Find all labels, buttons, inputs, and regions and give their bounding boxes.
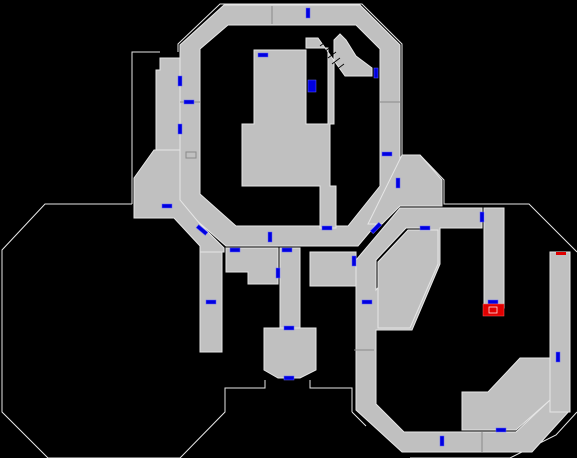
door-icon[interactable] (267, 231, 273, 243)
doors[interactable] (161, 7, 561, 447)
door-icon[interactable] (373, 67, 379, 79)
door-icon[interactable] (381, 151, 393, 157)
door-icon[interactable] (439, 435, 445, 447)
door-icon[interactable] (395, 177, 401, 189)
southeast-room (461, 357, 551, 431)
door-icon[interactable] (195, 224, 209, 236)
door-icon[interactable] (479, 211, 485, 223)
door-icon[interactable] (283, 375, 295, 381)
south-room-west (225, 247, 279, 285)
door-icon[interactable] (177, 123, 183, 135)
south-corridor (279, 247, 301, 329)
door-icon[interactable] (495, 427, 507, 433)
alert-marker (556, 252, 566, 255)
door-icon[interactable] (257, 52, 269, 58)
door-icon[interactable] (205, 299, 217, 305)
east-drop-corridor (483, 207, 505, 309)
objective-marker-icon[interactable] (482, 303, 505, 317)
door-icon[interactable] (307, 79, 317, 93)
door-icon[interactable] (305, 7, 311, 19)
far-east-corridor (549, 251, 571, 413)
west-tower-corridor (155, 57, 181, 151)
door-icon[interactable] (419, 225, 431, 231)
door-icon[interactable] (275, 267, 281, 279)
door-icon[interactable] (369, 221, 383, 235)
central-inner-room (241, 33, 373, 229)
door-icon[interactable] (283, 325, 295, 331)
door-icon[interactable] (351, 255, 357, 267)
west-hall-outline (1, 203, 353, 458)
door-icon[interactable] (487, 299, 499, 305)
door-icon[interactable] (229, 247, 241, 253)
stairs-icon (312, 39, 345, 115)
east-connector (367, 154, 443, 225)
door-icon[interactable] (177, 75, 183, 87)
door-icon[interactable] (555, 351, 561, 363)
door-icon[interactable] (281, 247, 293, 253)
west-room (133, 149, 225, 253)
east-inner-room (377, 229, 439, 329)
door-icon[interactable] (183, 99, 195, 105)
floor-areas (133, 4, 571, 453)
west-tower-outline (131, 51, 160, 204)
south-chamber (263, 327, 317, 379)
south-room-east (309, 251, 357, 287)
door-icon[interactable] (321, 225, 333, 231)
vent-icon (185, 151, 197, 159)
door-icon[interactable] (161, 203, 173, 209)
door-icon[interactable] (361, 299, 373, 305)
